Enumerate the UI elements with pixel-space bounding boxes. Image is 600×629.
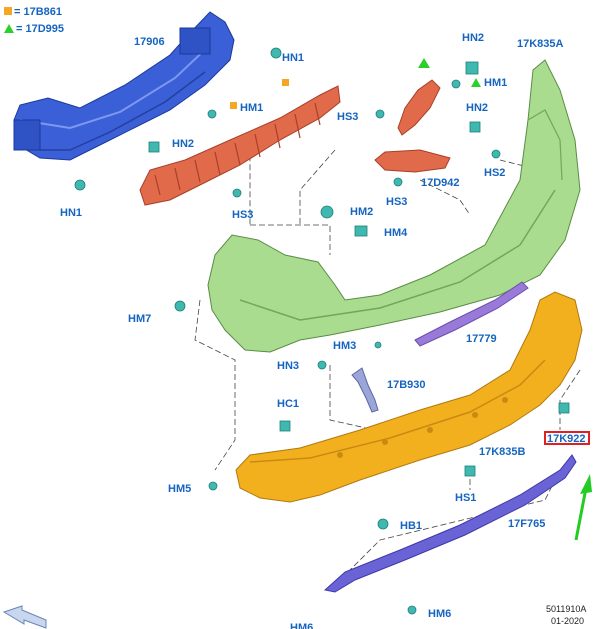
label-hm6-cut[interactable]: HM6	[290, 622, 314, 629]
fastener-hn1-top	[270, 47, 282, 59]
label-hn2-mid[interactable]: HN2	[466, 102, 489, 114]
label-hn2-top[interactable]: HN2	[462, 32, 485, 44]
bracket-17b861-right[interactable]	[397, 79, 441, 136]
fastener-hm3	[374, 341, 382, 349]
triangle-icon	[4, 24, 14, 33]
label-17779[interactable]: 17779	[466, 333, 497, 345]
fastener-hn3	[317, 360, 327, 370]
label-hn3[interactable]: HN3	[277, 360, 300, 372]
label-hs2[interactable]: HS2	[484, 167, 506, 179]
label-hm1-mid[interactable]: HM1	[240, 102, 264, 114]
legend-square: = 17B861	[4, 6, 62, 18]
legend-triangle-text: = 17D995	[16, 23, 65, 35]
legend-triangle: = 17D995	[4, 23, 64, 35]
fastener-hb1	[377, 518, 389, 530]
fastener-hn2-top	[465, 61, 479, 75]
label-hm6[interactable]: HM6	[428, 608, 452, 620]
fastener-hm1-right	[451, 79, 461, 89]
fastener-hs3-lower	[393, 177, 403, 187]
label-hn1-left[interactable]: HN1	[60, 207, 83, 219]
fastener-hn2-left	[148, 141, 160, 153]
back-arrow-icon[interactable]	[2, 605, 47, 629]
label-hm7[interactable]: HM7	[128, 313, 152, 325]
fastener-hs2	[491, 149, 501, 159]
fasteners	[74, 47, 570, 615]
fastener-hm1-mid	[207, 109, 217, 119]
label-17f765[interactable]: 17F765	[508, 518, 546, 530]
label-hs1[interactable]: HS1	[455, 492, 477, 504]
label-17b930[interactable]: 17B930	[387, 379, 426, 391]
label-hn1-top[interactable]: HN1	[282, 52, 305, 64]
fastener-hn1-left	[74, 179, 86, 191]
fastener-hn2-mid	[469, 121, 481, 133]
reference-code: 5011910A	[546, 604, 587, 614]
label-17k922[interactable]: 17K922	[547, 433, 586, 445]
label-hb1[interactable]: HB1	[400, 520, 423, 532]
marker-square-hm1-mid	[230, 102, 237, 109]
fastener-hm4	[354, 225, 368, 237]
square-icon	[4, 7, 12, 15]
bracket-17d942[interactable]	[374, 149, 451, 173]
bracket-17b930[interactable]	[351, 367, 379, 413]
label-hs3-lower[interactable]: HS3	[386, 196, 408, 208]
fastener-hm2	[320, 205, 334, 219]
fastener-hs3-mid	[375, 109, 385, 119]
label-hs3-left[interactable]: HS3	[232, 209, 254, 221]
fastener-hm5	[208, 481, 218, 491]
label-17k835b[interactable]: 17K835B	[479, 446, 526, 458]
marker-triangle-top	[418, 58, 430, 68]
skid-plate-17f765[interactable]	[323, 454, 577, 593]
bumper-cover-upper-17k835a[interactable]	[207, 59, 581, 353]
pointer-arrow	[574, 474, 592, 541]
highlight-box-17k922	[544, 431, 590, 445]
legend-square-text: = 17B861	[14, 6, 63, 18]
reference-date: 01-2020	[551, 616, 585, 626]
bumper-cover-lower-17k835b[interactable]	[235, 291, 583, 503]
fastener-17k922	[558, 402, 570, 414]
label-hm2[interactable]: HM2	[350, 206, 374, 218]
label-hm4[interactable]: HM4	[384, 227, 408, 239]
fastener-hs1	[464, 465, 476, 477]
label-hm5[interactable]: HM5	[168, 483, 192, 495]
fastener-hs3-left	[232, 188, 242, 198]
marker-square-bracket	[282, 79, 289, 86]
fastener-hm6	[407, 605, 417, 615]
bracket-17b861-left[interactable]	[139, 85, 341, 206]
label-hs3-mid[interactable]: HS3	[337, 111, 359, 123]
fastener-hc1	[279, 420, 291, 432]
label-17906[interactable]: 17906	[134, 36, 165, 48]
label-17d942[interactable]: 17D942	[421, 177, 460, 189]
fastener-hm7	[174, 300, 186, 312]
label-17k835a[interactable]: 17K835A	[517, 38, 564, 50]
label-hm3[interactable]: HM3	[333, 340, 357, 352]
strip-17779[interactable]	[414, 281, 529, 347]
bumper-reinforcement-17906[interactable]	[13, 11, 235, 161]
label-hn2-left[interactable]: HN2	[172, 138, 195, 150]
label-hm1-right[interactable]: HM1	[484, 77, 508, 89]
label-hc1[interactable]: HC1	[277, 398, 300, 410]
marker-triangle-hm1-right	[471, 78, 481, 87]
